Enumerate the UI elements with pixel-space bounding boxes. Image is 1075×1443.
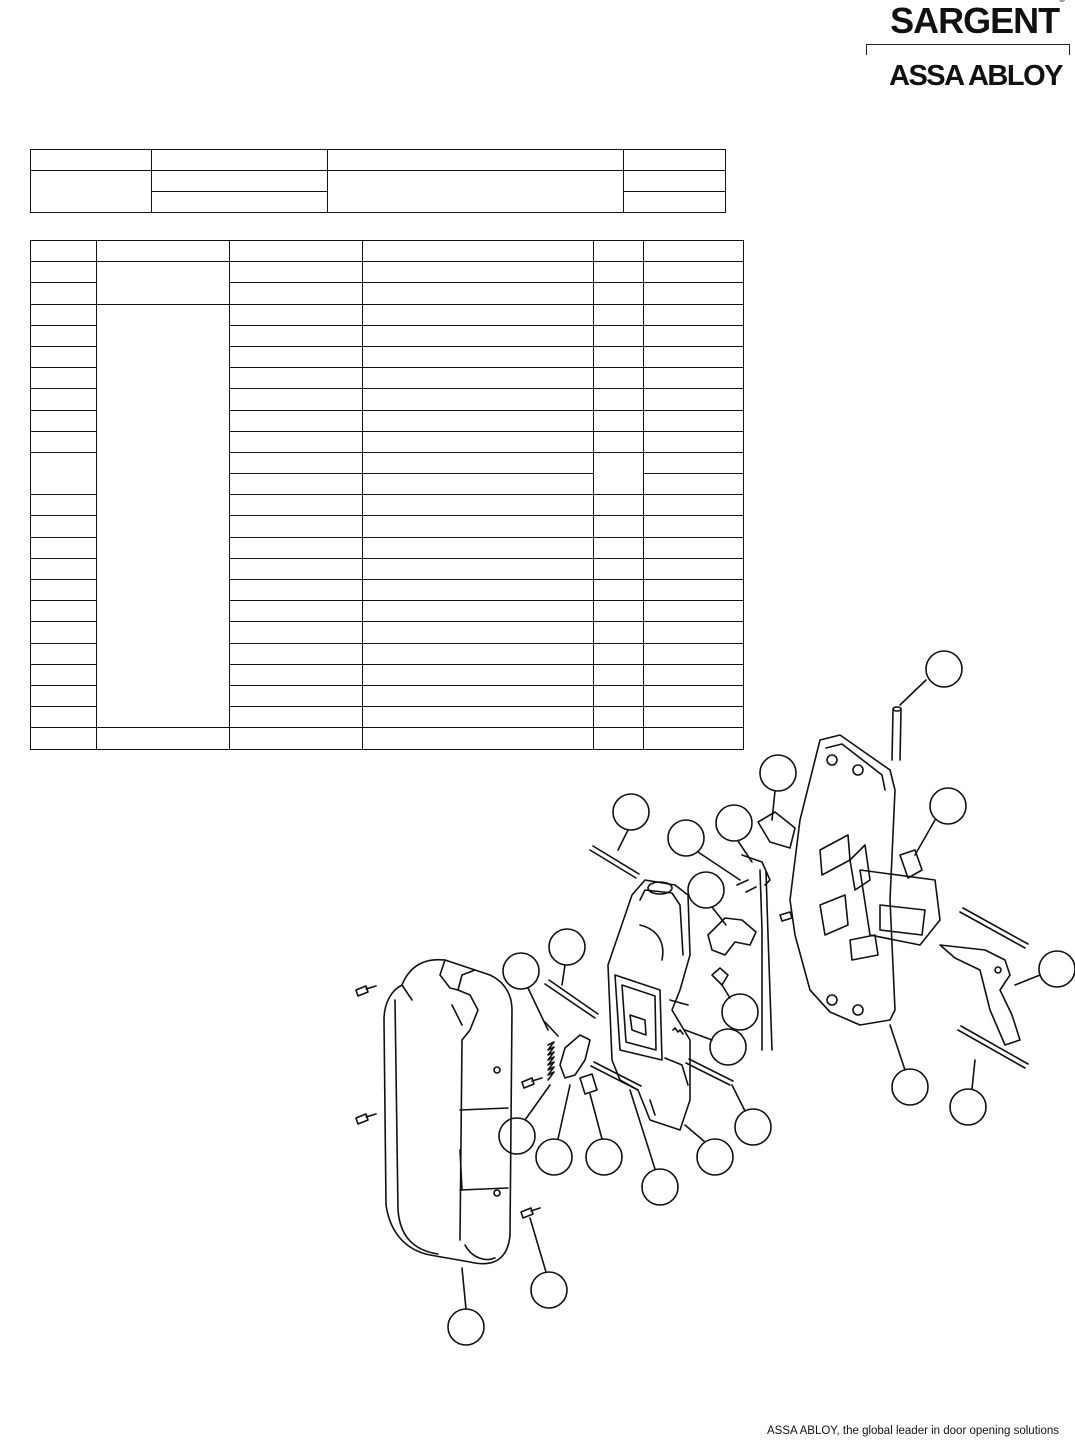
callout-bubble [548,928,586,986]
parts-table-body [30,239,744,750]
sargent-wordmark: SARGENT [890,0,1060,41]
callout-bubble [1014,950,1075,988]
callout-bubble [899,650,963,706]
callout-bubble [612,793,650,851]
parts-row [30,663,744,686]
callout-bubble [498,1084,551,1155]
parts-row [30,345,744,369]
parts-table [30,239,744,750]
assa-abloy-logo: ASSA ABLOY [889,60,1063,92]
parts-cell [361,727,595,750]
spring-and-lever [544,979,642,1095]
callout-bubble [731,1084,772,1146]
callout-bubble [535,1084,573,1176]
parts-row [30,303,744,729]
parts-row [30,600,744,623]
parts-cell [95,303,230,729]
small-parts [589,811,796,1086]
parts-cell [95,261,230,305]
header-cell [623,191,726,213]
pins-and-rods [891,706,1029,1069]
parts-row [30,451,744,496]
parts-row [30,324,744,347]
header-cell [150,191,328,213]
callout-bubble [667,819,741,881]
callout-bubble [529,1217,568,1309]
parts-row [30,494,744,517]
callout-bubble [502,952,549,1031]
parts-row [30,684,744,708]
callout-bubble [629,1089,679,1206]
callout-bubble [949,1059,987,1126]
callout-bubble [914,787,967,856]
callout-bubble [687,871,727,926]
header-row [31,191,726,213]
callout-bubble [447,1267,485,1346]
cover-housing [383,958,513,1265]
callout-bubble [889,1024,929,1106]
callout-bubble [684,1028,747,1066]
cover-screws [355,985,543,1219]
parts-cell [228,727,363,750]
header-cell [326,170,625,213]
footer-tagline: ASSA ABLOY, the global leader in door op… [767,1425,1059,1437]
parts-row [30,536,744,559]
parts-row [30,642,744,665]
callout-bubble [759,754,797,821]
parts-cell [593,451,645,496]
sargent-logo: SARGENT® [890,0,1065,42]
registered-mark: ® [1059,0,1065,4]
parts-cell [643,727,744,750]
brand-logo: SARGENT® ASSA ABLOY [862,0,1072,100]
parts-row [31,473,744,496]
parts-row [30,727,744,750]
callouts [447,650,1075,1346]
callout-bubble [684,1124,734,1176]
chassis-frame [607,879,691,1131]
callout-bubble [721,984,759,1031]
callout-bubble [585,1093,623,1176]
parts-row [30,557,744,581]
parts-row [30,388,744,411]
header-cell [30,170,152,213]
callout-bubble [715,804,753,863]
parts-row [30,578,744,602]
logo-divider [866,44,1070,55]
mounting-plate [789,734,941,1026]
parts-row [30,261,744,305]
header-table [30,149,726,213]
